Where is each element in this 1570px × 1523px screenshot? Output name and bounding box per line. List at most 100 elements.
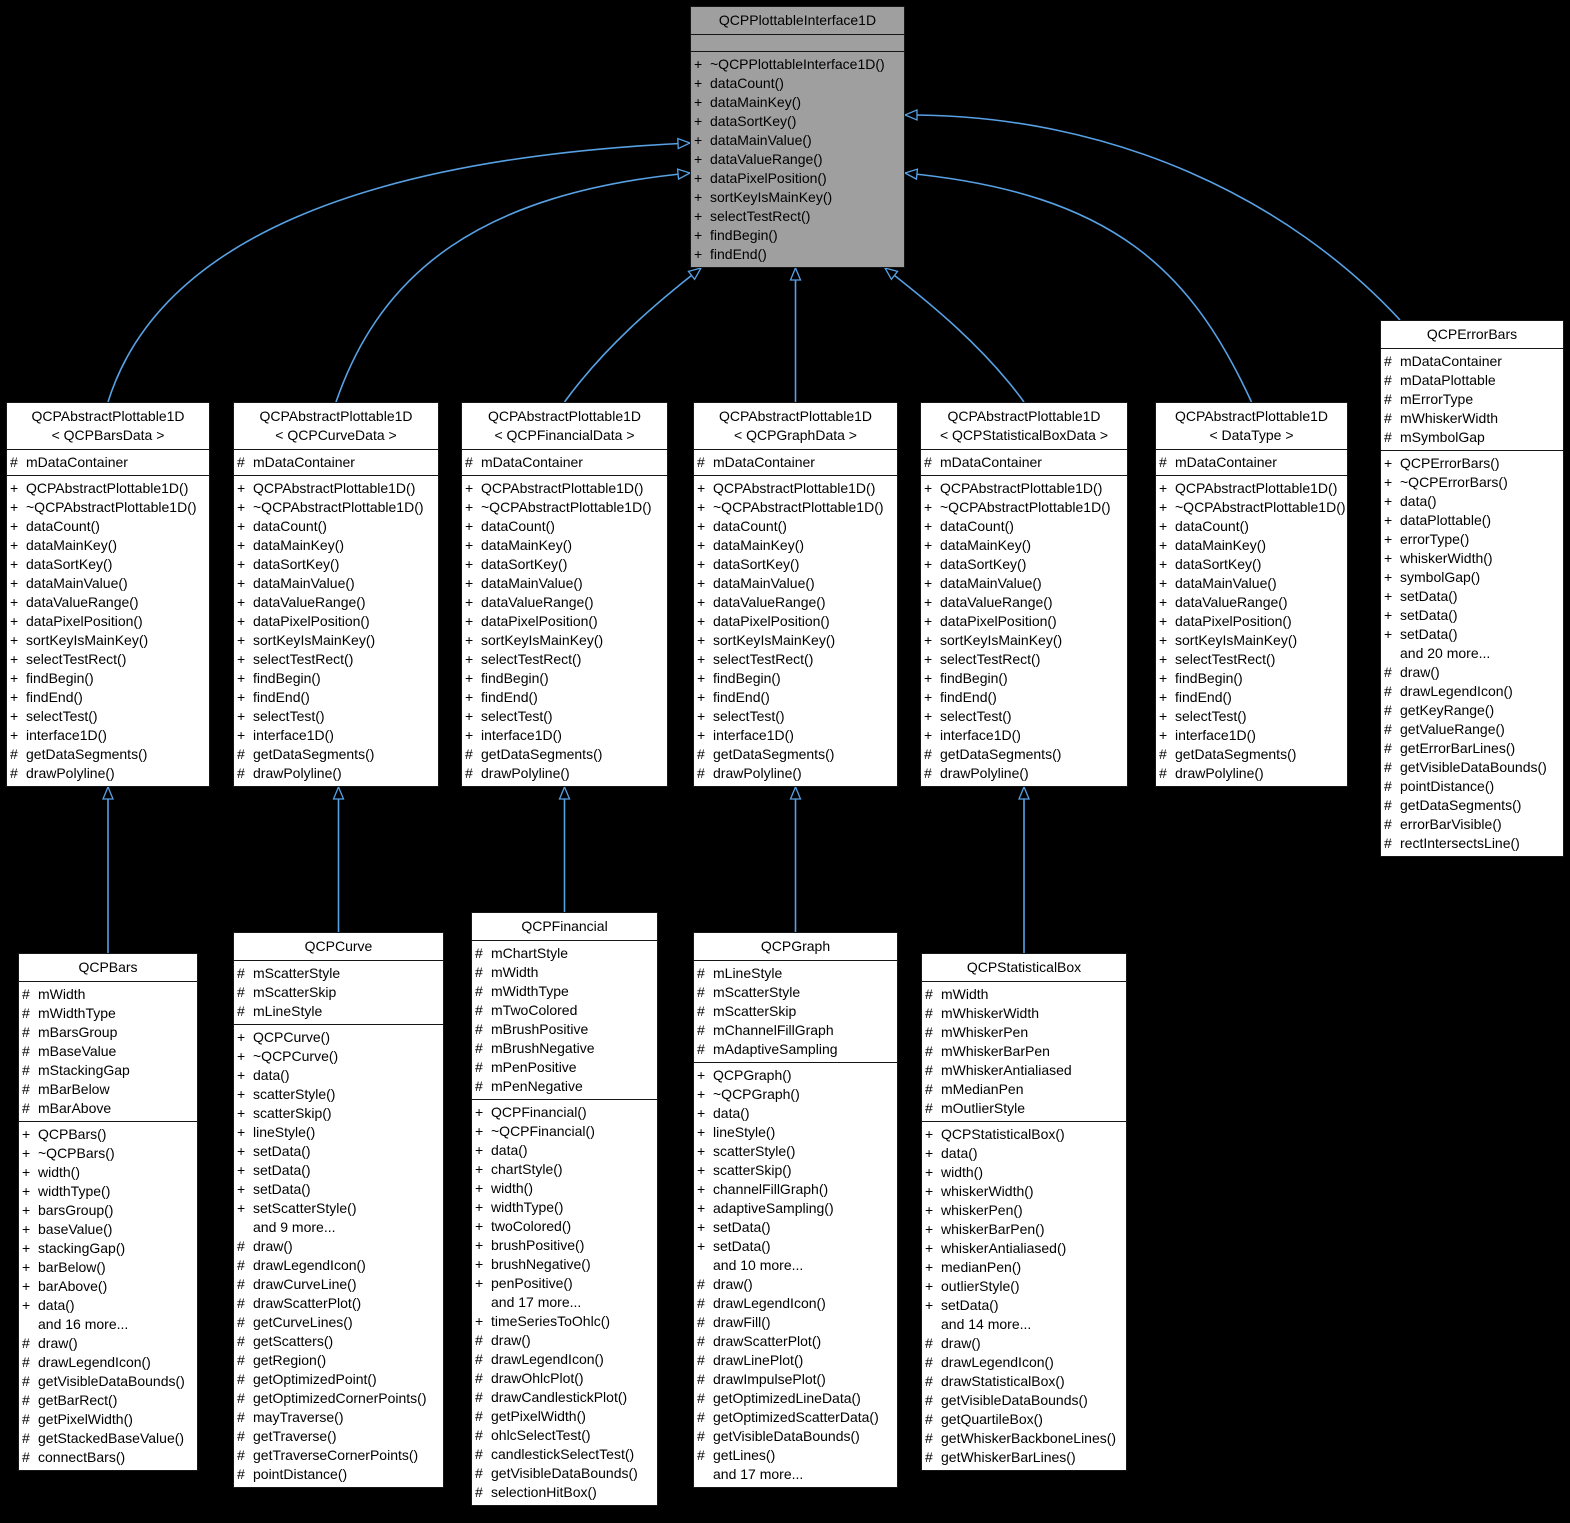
method-row: +findBegin() bbox=[1159, 669, 1344, 688]
method-row: #candlestickSelectTest() bbox=[475, 1445, 654, 1464]
class-box-p_statbox[interactable]: QCPAbstractPlottable1D< QCPStatisticalBo… bbox=[920, 402, 1128, 787]
class-box-curve[interactable]: QCPCurve#mScatterStyle#mScatterSkip#mLin… bbox=[233, 932, 444, 1488]
class-box-p_graph[interactable]: QCPAbstractPlottable1D< QCPGraphData >#m… bbox=[693, 402, 898, 787]
visibility-marker: # bbox=[925, 1043, 933, 1059]
visibility-marker: # bbox=[237, 1276, 245, 1292]
method-row: #rectIntersectsLine() bbox=[1384, 834, 1560, 853]
method-row: +baseValue() bbox=[22, 1220, 194, 1239]
method-text: dataSortKey() bbox=[253, 556, 340, 572]
attribute-row: #mScatterSkip bbox=[697, 1002, 894, 1021]
visibility-marker: # bbox=[237, 1466, 245, 1482]
class-box-p_financial[interactable]: QCPAbstractPlottable1D< QCPFinancialData… bbox=[461, 402, 668, 787]
method-row: +~QCPAbstractPlottable1D() bbox=[465, 498, 664, 517]
attribute-row: #mWhiskerBarPen bbox=[925, 1042, 1123, 1061]
attribute-text: mLineStyle bbox=[253, 1003, 323, 1019]
method-text: getQuartileBox() bbox=[941, 1411, 1043, 1427]
visibility-marker: + bbox=[475, 1199, 484, 1215]
method-row: #mayTraverse() bbox=[237, 1408, 440, 1427]
method-row: +selectTestRect() bbox=[694, 207, 901, 226]
method-text: sortKeyIsMainKey() bbox=[713, 632, 836, 648]
method-text: dataSortKey() bbox=[713, 556, 800, 572]
method-row: #connectBars() bbox=[22, 1448, 194, 1467]
method-text: findEnd() bbox=[710, 246, 767, 262]
method-row: #drawPolyline() bbox=[465, 764, 664, 783]
method-row: + dataSortKey() bbox=[697, 555, 894, 574]
method-text: selectTestRect() bbox=[713, 651, 814, 667]
class-box-p_bars[interactable]: QCPAbstractPlottable1D< QCPBarsData >#mD… bbox=[6, 402, 210, 787]
method-row: +whiskerWidth() bbox=[1384, 549, 1560, 568]
method-text: dataValueRange() bbox=[713, 594, 826, 610]
class-box-financial[interactable]: QCPFinancial#mChartStyle#mWidth#mWidthTy… bbox=[471, 912, 658, 1506]
visibility-marker: + bbox=[475, 1313, 484, 1329]
class-title: QCPAbstractPlottable1D< QCPFinancialData… bbox=[462, 403, 667, 449]
visibility-marker: + bbox=[697, 499, 706, 515]
inheritance-arrow-errorbars-to-interface bbox=[903, 108, 1401, 321]
visibility-marker: # bbox=[697, 984, 705, 1000]
method-text: setData() bbox=[253, 1162, 311, 1178]
attribute-row: #mBrushNegative bbox=[475, 1039, 654, 1058]
visibility-marker: + bbox=[924, 537, 933, 553]
attribute-row: #mBarBelow bbox=[22, 1080, 194, 1099]
visibility-marker: + bbox=[694, 75, 703, 91]
class-box-statbox[interactable]: QCPStatisticalBox#mWidth#mWhiskerWidth#m… bbox=[921, 953, 1127, 1471]
class-box-errorbars[interactable]: QCPErrorBars#mDataContainer#mDataPlottab… bbox=[1380, 320, 1564, 857]
method-text: and 20 more... bbox=[1400, 645, 1491, 661]
attribute-text: mBaseValue bbox=[38, 1043, 117, 1059]
method-text: interface1D() bbox=[253, 727, 334, 743]
attribute-text: mDataContainer bbox=[26, 454, 128, 470]
method-text: chartStyle() bbox=[491, 1161, 563, 1177]
method-row: +QCPCurve() bbox=[237, 1028, 440, 1047]
visibility-marker: + bbox=[697, 1143, 706, 1159]
method-row: +dataPixelPosition() bbox=[924, 612, 1124, 631]
visibility-marker bbox=[925, 1315, 941, 1334]
class-box-interface[interactable]: QCPPlottableInterface1D+~QCPPlottableInt… bbox=[690, 6, 905, 268]
method-row: #drawScatterPlot() bbox=[697, 1332, 894, 1351]
method-text: setData() bbox=[1400, 626, 1458, 642]
method-row: +findBegin() bbox=[237, 669, 435, 688]
visibility-marker: + bbox=[697, 556, 706, 572]
class-box-p_datatype[interactable]: QCPAbstractPlottable1D< DataType >#mData… bbox=[1155, 402, 1348, 787]
method-text: QCPAbstractPlottable1D() bbox=[713, 480, 876, 496]
visibility-marker: # bbox=[237, 1314, 245, 1330]
method-row: +findBegin() bbox=[924, 669, 1124, 688]
method-text: selectTestRect() bbox=[940, 651, 1041, 667]
method-text: selectTestRect() bbox=[710, 208, 811, 224]
method-text: setData() bbox=[941, 1297, 999, 1313]
visibility-marker: + bbox=[1159, 499, 1168, 515]
visibility-marker: # bbox=[697, 1003, 705, 1019]
method-row: +dataCount() bbox=[465, 517, 664, 536]
method-row: +dataPixelPosition() bbox=[10, 612, 206, 631]
visibility-marker: # bbox=[237, 1257, 245, 1273]
method-text: ~QCPAbstractPlottable1D() bbox=[253, 499, 424, 515]
attribute-text: mScatterSkip bbox=[253, 984, 337, 1000]
visibility-marker: # bbox=[475, 1370, 483, 1386]
visibility-marker: + bbox=[1159, 613, 1168, 629]
visibility-marker: + bbox=[237, 594, 246, 610]
class-box-graph[interactable]: QCPGraph#mLineStyle#mScatterStyle#mScatt… bbox=[693, 932, 898, 1488]
method-text: getPixelWidth() bbox=[38, 1411, 133, 1427]
visibility-marker: # bbox=[22, 986, 30, 1002]
visibility-marker: # bbox=[697, 1295, 705, 1311]
method-row: #drawLegendIcon() bbox=[1384, 682, 1560, 701]
method-text: getErrorBarLines() bbox=[1400, 740, 1516, 756]
visibility-marker: + bbox=[925, 1202, 934, 1218]
visibility-marker: + bbox=[1384, 455, 1393, 471]
class-box-p_curve[interactable]: QCPAbstractPlottable1D< QCPCurveData >#m… bbox=[233, 402, 439, 787]
visibility-marker: # bbox=[10, 746, 18, 762]
method-text: getDataSegments() bbox=[1175, 746, 1297, 762]
class-title-line: QCPCurve bbox=[304, 938, 373, 954]
method-row: +QCPBars() bbox=[22, 1125, 194, 1144]
method-text: getTraverse() bbox=[253, 1428, 337, 1444]
attribute-row: #mBaseValue bbox=[22, 1042, 194, 1061]
method-text: findEnd() bbox=[481, 689, 538, 705]
visibility-marker: + bbox=[465, 575, 474, 591]
method-text: and 14 more... bbox=[941, 1316, 1032, 1332]
class-box-bars[interactable]: QCPBars#mWidth#mWidthType#mBarsGroup#mBa… bbox=[18, 953, 198, 1471]
visibility-marker: + bbox=[237, 1067, 246, 1083]
visibility-marker: # bbox=[1384, 740, 1392, 756]
attribute-row: #mChannelFillGraph bbox=[697, 1021, 894, 1040]
method-text: getWhiskerBarLines() bbox=[941, 1449, 1076, 1465]
method-text: selectTest() bbox=[26, 708, 98, 724]
method-row: +selectTestRect() bbox=[465, 650, 664, 669]
